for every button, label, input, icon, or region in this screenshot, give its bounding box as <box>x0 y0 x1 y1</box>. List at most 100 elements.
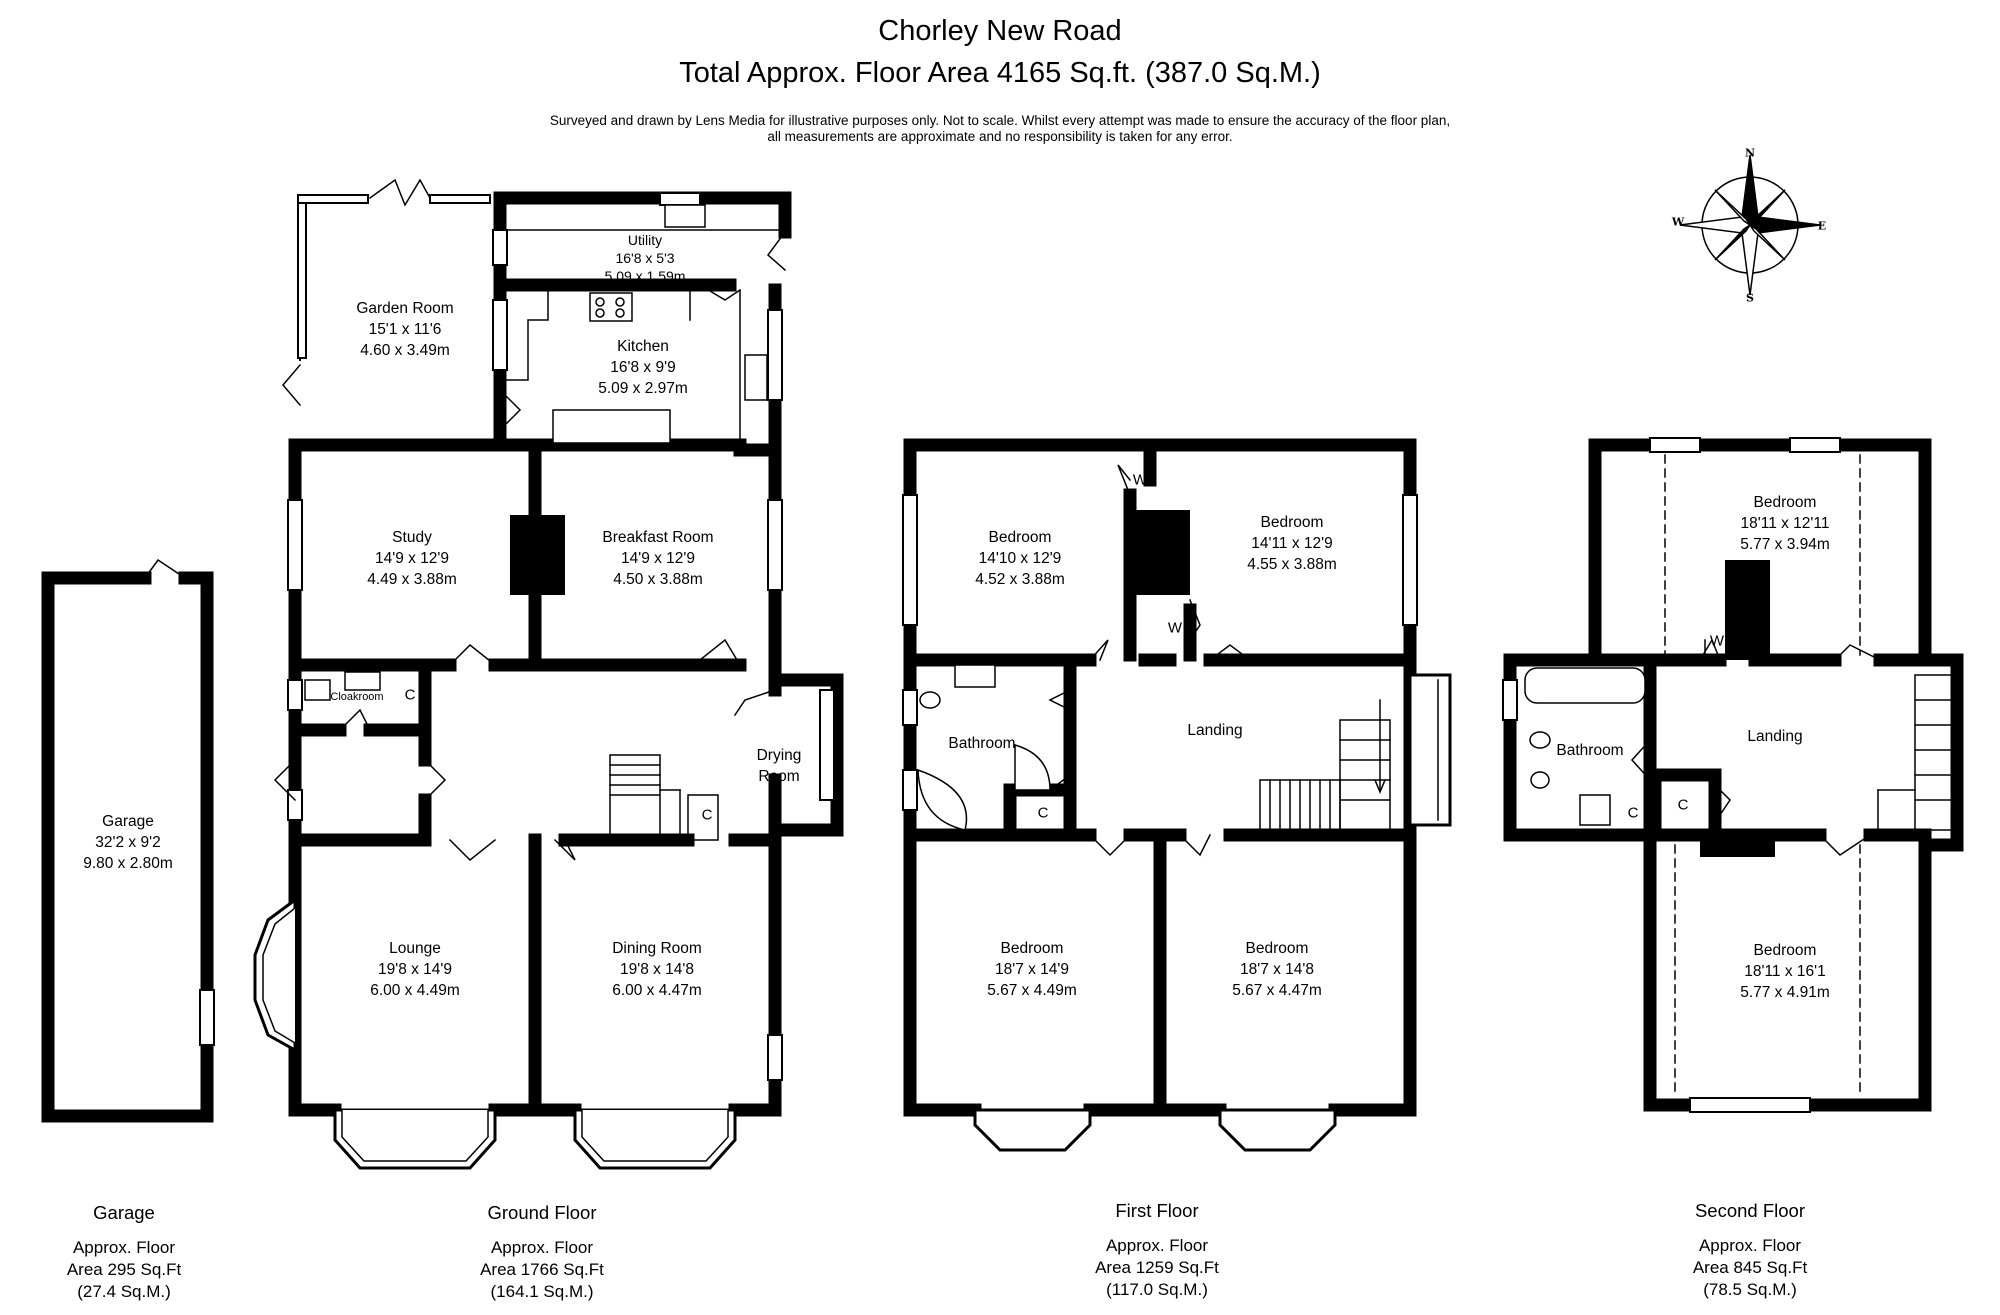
first-chimney <box>1128 510 1190 595</box>
room-imperial: 16'8 x 9'9 <box>610 359 676 376</box>
room-garden-room: Garden Room 15'1 x 11'6 4.60 x 3.49m <box>356 298 453 361</box>
floor-name: First Floor <box>1115 1200 1199 1221</box>
room-metric: 4.50 x 3.88m <box>613 571 703 588</box>
room-imperial: 19'8 x 14'8 <box>619 961 695 978</box>
cupboard-marker: C <box>1627 804 1639 822</box>
floor-name: Ground Floor <box>487 1202 597 1223</box>
room-metric: 5.09 x 1.59m <box>604 268 686 284</box>
first-fixtures <box>917 464 1391 857</box>
disclaimer-line-1: Surveyed and drawn by Lens Media for ill… <box>549 113 1451 128</box>
room-metric: 4.55 x 3.88m <box>1247 556 1337 573</box>
compass-south: S <box>1746 291 1754 305</box>
room-imperial: 18'11 x 12'11 <box>1740 515 1830 532</box>
second-floor-walls <box>1503 438 1964 1112</box>
room-name: Bedroom <box>1000 940 1064 957</box>
room-sf-bedroom-2: Bedroom 18'11 x 16'1 5.77 x 4.91m <box>1740 940 1830 1003</box>
second-chimney <box>1725 560 1770 660</box>
floor-area-sqm: (27.4 Sq.M.) <box>77 1282 171 1301</box>
room-metric: 5.09 x 2.97m <box>598 380 688 397</box>
wardrobe-marker: W <box>1132 471 1148 489</box>
room-breakfast-room: Breakfast Room 14'9 x 12'9 4.50 x 3.88m <box>602 527 713 590</box>
room-metric: 5.77 x 3.94m <box>1740 536 1830 553</box>
room-name: Drying <box>756 747 802 764</box>
room-metric: 5.77 x 4.91m <box>1740 984 1830 1001</box>
room-garage: Garage 32'2 x 9'2 9.80 x 2.80m <box>83 811 173 874</box>
room-name: Study <box>392 529 432 546</box>
floor-area-sqm: (164.1 Sq.M.) <box>490 1282 594 1301</box>
floor-name: Garage <box>93 1202 155 1223</box>
room-metric: 6.00 x 4.49m <box>370 982 460 999</box>
garage-walls <box>41 571 214 1123</box>
room-imperial: 15'1 x 11'6 <box>368 321 442 338</box>
ground-windows <box>287 192 835 1081</box>
room-name: Landing <box>1187 722 1243 739</box>
floor-name: Second Floor <box>1694 1200 1806 1221</box>
floor-caption-garage: Garage Approx. Floor Area 295 Sq.Ft (27.… <box>67 1202 181 1303</box>
floor-area-sqft: Area 1766 Sq.Ft <box>480 1260 604 1279</box>
room-name: Garden Room <box>356 300 454 317</box>
room-lounge: Lounge 19'8 x 14'9 6.00 x 4.49m <box>370 938 460 1001</box>
disclaimer-line-2: all measurements are approximate and no … <box>767 129 1233 144</box>
room-imperial: 16'8 x 5'3 <box>615 250 675 266</box>
garden-room <box>282 178 522 432</box>
room-metric: 4.60 x 3.49m <box>360 342 450 359</box>
floor-area-sqm: (78.5 Sq.M.) <box>1703 1280 1797 1299</box>
room-cloakroom: Cloakroom <box>330 691 383 704</box>
floor-caption-second: Second Floor Approx. Floor Area 845 Sq.F… <box>1693 1200 1807 1301</box>
room-kitchen: Kitchen 16'8 x 9'9 5.09 x 2.97m <box>598 336 688 399</box>
compass-east: E <box>1817 219 1827 233</box>
room-name: Landing <box>1747 728 1803 745</box>
room-name: Dining Room <box>612 940 702 957</box>
room-metric: 4.52 x 3.88m <box>975 571 1065 588</box>
room-sf-landing: Landing <box>1747 726 1802 747</box>
kitchen-units <box>499 204 787 451</box>
room-study: Study 14'9 x 12'9 4.49 x 3.88m <box>367 527 457 590</box>
room-imperial: 14'9 x 12'9 <box>374 550 450 567</box>
room-name: Lounge <box>389 940 441 957</box>
room-ff-bedroom-2: Bedroom 14'11 x 12'9 4.55 x 3.88m <box>1247 512 1337 575</box>
room-name: Garage <box>102 813 154 830</box>
room-metric: 5.67 x 4.49m <box>987 982 1077 999</box>
ground-chimney <box>510 515 565 595</box>
room-name: Bedroom <box>1753 494 1817 511</box>
wardrobe-marker: W <box>1709 632 1725 650</box>
room-drying-room: Drying Room <box>757 745 802 787</box>
compass-rose <box>1679 154 1821 296</box>
room-name: Room <box>758 768 800 785</box>
floor-area-label: Approx. Floor <box>72 1238 176 1257</box>
room-imperial: 18'7 x 14'8 <box>1239 961 1315 978</box>
second-eaves <box>1664 454 1861 1096</box>
room-sf-bedroom-1: Bedroom 18'11 x 12'11 5.77 x 3.94m <box>1740 492 1830 555</box>
room-ff-bedroom-1: Bedroom 14'10 x 12'9 4.52 x 3.88m <box>975 527 1065 590</box>
compass-north: N <box>1744 146 1756 160</box>
room-sf-bathroom: Bathroom <box>1556 740 1623 761</box>
second-windows <box>1502 437 1841 1113</box>
cupboard-marker: C <box>1037 804 1049 822</box>
room-name: Bedroom <box>1260 514 1324 531</box>
room-ff-bathroom: Bathroom <box>948 733 1015 754</box>
room-metric: 4.49 x 3.88m <box>367 571 457 588</box>
room-imperial: 14'9 x 12'9 <box>620 550 696 567</box>
total-area: Total Approx. Floor Area 4165 Sq.ft. (38… <box>679 57 1321 89</box>
room-name: Breakfast Room <box>602 529 714 546</box>
floor-area-sqft: Area 1259 Sq.Ft <box>1095 1258 1219 1277</box>
ground-bay-windows <box>253 897 737 1170</box>
garage-door-arc <box>143 558 187 580</box>
room-ff-bedroom-4: Bedroom 18'7 x 14'8 5.67 x 4.47m <box>1232 938 1322 1001</box>
cupboard-marker: C <box>404 686 416 704</box>
floor-area-sqft: Area 845 Sq.Ft <box>1692 1258 1808 1277</box>
room-dining-room: Dining Room 19'8 x 14'8 6.00 x 4.47m <box>612 938 702 1001</box>
floor-area-label: Approx. Floor <box>490 1238 594 1257</box>
room-ff-landing: Landing <box>1187 720 1242 741</box>
first-bay-windows <box>973 673 1452 1152</box>
room-name: Bedroom <box>1753 942 1817 959</box>
room-imperial: 32'2 x 9'2 <box>95 834 161 851</box>
garage-window <box>199 989 215 1046</box>
room-name: Cloakroom <box>330 691 384 703</box>
floor-area-sqm: (117.0 Sq.M.) <box>1106 1280 1208 1299</box>
floor-area-label: Approx. Floor <box>1105 1236 1209 1255</box>
compass-west: W <box>1671 215 1685 229</box>
room-name: Bathroom <box>1556 742 1624 759</box>
room-imperial: 14'11 x 12'9 <box>1251 535 1333 552</box>
